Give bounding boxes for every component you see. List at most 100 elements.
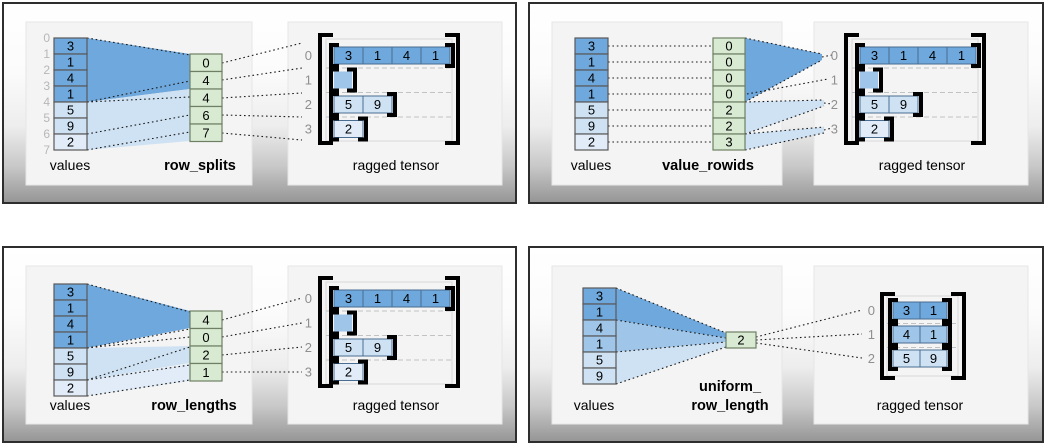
encoder-cell-text: 4 — [202, 312, 209, 327]
values-cell-text: 1 — [67, 55, 74, 70]
tensor-cell-text: 4 — [403, 291, 410, 306]
values-cell — [582, 367, 617, 385]
tensor-cell-text: 2 — [871, 122, 878, 137]
encoder-cell-text: 4 — [202, 90, 209, 105]
encoder-cell-text: 0 — [725, 87, 732, 102]
tensor-row-label: 2 — [305, 340, 312, 355]
encoder-cell-text: 3 — [725, 135, 732, 150]
tensor-row-bracket-left — [329, 43, 339, 68]
tensor-cell-text: 1 — [930, 303, 937, 318]
tensor-empty-row-fill — [334, 71, 352, 89]
tensor-row-bracket-left — [888, 298, 898, 323]
connector-dotted-line — [821, 54, 833, 58]
tensor-row-label: 1 — [305, 316, 312, 331]
encoder-cell-text: 4 — [202, 73, 209, 88]
tensor-row-label: 0 — [305, 291, 312, 306]
value-index-label: 6 — [43, 127, 50, 141]
tensor-empty-row-fill — [860, 71, 878, 89]
tensor-outer-bracket-right — [971, 33, 986, 145]
connector-dotted-line — [755, 309, 863, 338]
tensor-row-label: 2 — [831, 97, 838, 112]
tensor-cell-text: 1 — [432, 291, 439, 306]
values-cell-text: 1 — [67, 301, 74, 316]
connector-dotted-line — [615, 341, 727, 353]
connector-dotted-line — [755, 342, 863, 359]
encoder-cell-text: 0 — [725, 39, 732, 54]
tensor-row-bracket-right — [445, 43, 455, 68]
encoder-cell-text: 1 — [202, 365, 209, 380]
value-index-label: 2 — [43, 63, 50, 77]
tensor-outer-bracket-left — [318, 33, 333, 145]
funnel-shape — [616, 320, 726, 352]
encoder-cell-text: 0 — [202, 330, 209, 345]
values-cell-text: 4 — [67, 317, 74, 332]
values-cell — [53, 379, 88, 397]
tensor-cell — [859, 120, 890, 138]
tensor-row-bracket-right — [942, 322, 952, 347]
values-cell-text: 3 — [67, 285, 74, 300]
encoder-label: row_splits — [164, 158, 236, 174]
tensor-cell — [420, 289, 451, 308]
tensor-row-label: 2 — [868, 351, 875, 366]
funnel-shape — [87, 364, 190, 396]
tensor-row-bracket-right — [445, 286, 455, 311]
value-index-label: 4 — [43, 95, 50, 109]
tensor-cell — [919, 325, 948, 344]
values-label: values — [50, 157, 90, 173]
tensor-row-bracket-right — [347, 67, 357, 93]
tensor-cell-text: 5 — [871, 97, 878, 112]
funnel-shape — [745, 38, 822, 102]
tensor-outer-bracket-left — [844, 33, 859, 145]
tensor-outer-bracket-right — [445, 276, 460, 388]
values-cell-text: 5 — [596, 353, 603, 368]
value-index-label: 7 — [43, 143, 50, 157]
encoder-label: uniform_ — [699, 379, 762, 395]
funnel-shape — [745, 127, 824, 150]
connector-dotted-line — [221, 67, 303, 81]
values-cell-text: 4 — [67, 71, 74, 86]
ragged-tensor-label: ragged tensor — [877, 397, 964, 413]
connector-dotted-line — [755, 333, 863, 341]
values-cell-text: 4 — [588, 71, 595, 86]
connector-dotted-line — [615, 346, 727, 385]
tensor-cell-text: 1 — [958, 48, 965, 63]
connector-dotted-line — [744, 105, 825, 135]
tensor-row-label: 1 — [831, 73, 838, 88]
encoder-cell-text: 2 — [737, 333, 744, 348]
encoder-cell — [725, 331, 757, 349]
values-cell-text: 2 — [588, 135, 595, 150]
connector-dotted-line — [221, 114, 303, 118]
tensor-cell — [362, 95, 393, 114]
tensor-row-bracket-right — [971, 43, 981, 68]
values-label: values — [571, 157, 611, 173]
tensor-frame — [851, 38, 979, 142]
tensor-cell-text: 1 — [900, 48, 907, 63]
tensor-cell-text: 2 — [345, 365, 352, 380]
connector-dotted-line — [221, 42, 303, 64]
tensor-cell-text: 4 — [929, 48, 936, 63]
tensor-row-label: 0 — [305, 48, 312, 63]
connector-dotted-line — [221, 346, 303, 356]
tensor-row-bracket-right — [358, 116, 368, 142]
ragged-tensor-label: ragged tensor — [353, 157, 440, 173]
values-cell-text: 3 — [588, 39, 595, 54]
encoder-label: value_rowids — [662, 158, 754, 174]
tensor-cell-text: 3 — [903, 303, 910, 318]
tensor-cell — [919, 301, 948, 320]
values-cell-text: 5 — [67, 103, 74, 118]
values-cell-text: 5 — [588, 103, 595, 118]
tensor-cell-text: 9 — [374, 97, 381, 112]
tensor-cell-text: 9 — [900, 97, 907, 112]
tensor-row-label: 3 — [305, 365, 312, 380]
tensor-row-bracket-left — [855, 116, 865, 142]
values-label: values — [574, 397, 614, 413]
values-cell-text: 3 — [67, 39, 74, 54]
tensor-row-bracket-right — [913, 92, 923, 117]
values-cell — [53, 133, 88, 151]
